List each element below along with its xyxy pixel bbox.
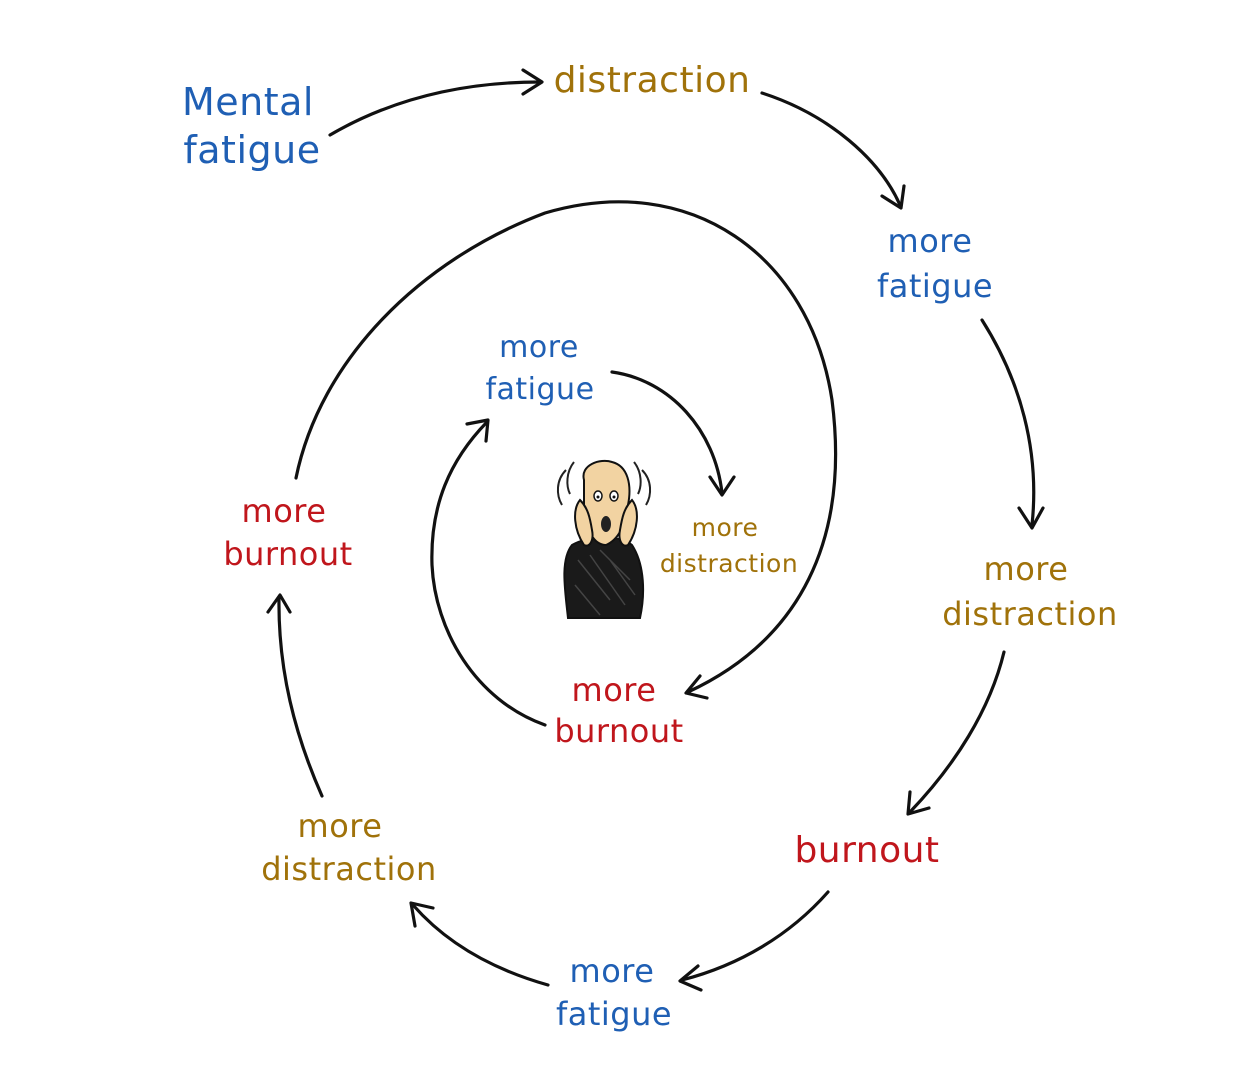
label-burnout: burnout: [794, 830, 939, 871]
arrow-more-distraction-to-more-burnout: [266, 593, 324, 798]
label-more-distraction-left-line2: distraction: [261, 850, 437, 888]
label-more-distraction-right-line1: more: [984, 550, 1069, 588]
labels: Mental fatigue distraction more fatigue …: [182, 60, 1118, 1033]
arrow-inner-burnout-to-inner-fatigue: [430, 418, 547, 727]
label-more-burnout-left-line1: more: [242, 492, 327, 530]
label-more-distraction-inner-line2: distraction: [660, 549, 798, 578]
label-more-distraction-right-line2: distraction: [942, 595, 1118, 633]
arrow-more-burnout-to-inner-more-burnout: [294, 200, 838, 700]
label-more-fatigue-bottom-line1: more: [570, 952, 655, 990]
label-more-burnout-left-line2: burnout: [223, 535, 352, 573]
label-distraction: distraction: [554, 60, 751, 101]
label-more-burnout-inner-line1: more: [572, 671, 657, 709]
arrow-more-distraction-to-burnout: [906, 650, 1006, 816]
label-more-fatigue-bottom-line2: fatigue: [556, 995, 672, 1033]
arrow-more-fatigue-to-more-distraction: [980, 318, 1045, 530]
arrow-mental-fatigue-to-distraction: [328, 68, 544, 137]
label-more-fatigue-inner-line2: fatigue: [485, 372, 594, 407]
arrow-burnout-to-more-fatigue: [678, 890, 830, 992]
scream-figure-icon: [556, 460, 652, 619]
label-more-fatigue-right-line2: fatigue: [877, 267, 993, 305]
arrows: [266, 68, 1045, 992]
label-more-distraction-inner-line1: more: [692, 513, 759, 542]
label-more-burnout-inner-line2: burnout: [554, 712, 683, 750]
label-more-fatigue-right-line1: more: [888, 222, 973, 260]
label-more-fatigue-inner-line1: more: [499, 330, 579, 365]
label-mental-fatigue-line2: fatigue: [183, 128, 320, 172]
arrow-inner-fatigue-to-inner-distraction: [610, 370, 736, 497]
arrow-distraction-to-more-fatigue: [760, 91, 906, 210]
label-more-distraction-left-line1: more: [298, 807, 383, 845]
label-mental-fatigue-line1: Mental: [182, 80, 314, 124]
arrow-more-fatigue-to-more-distraction-bottom: [409, 901, 550, 987]
